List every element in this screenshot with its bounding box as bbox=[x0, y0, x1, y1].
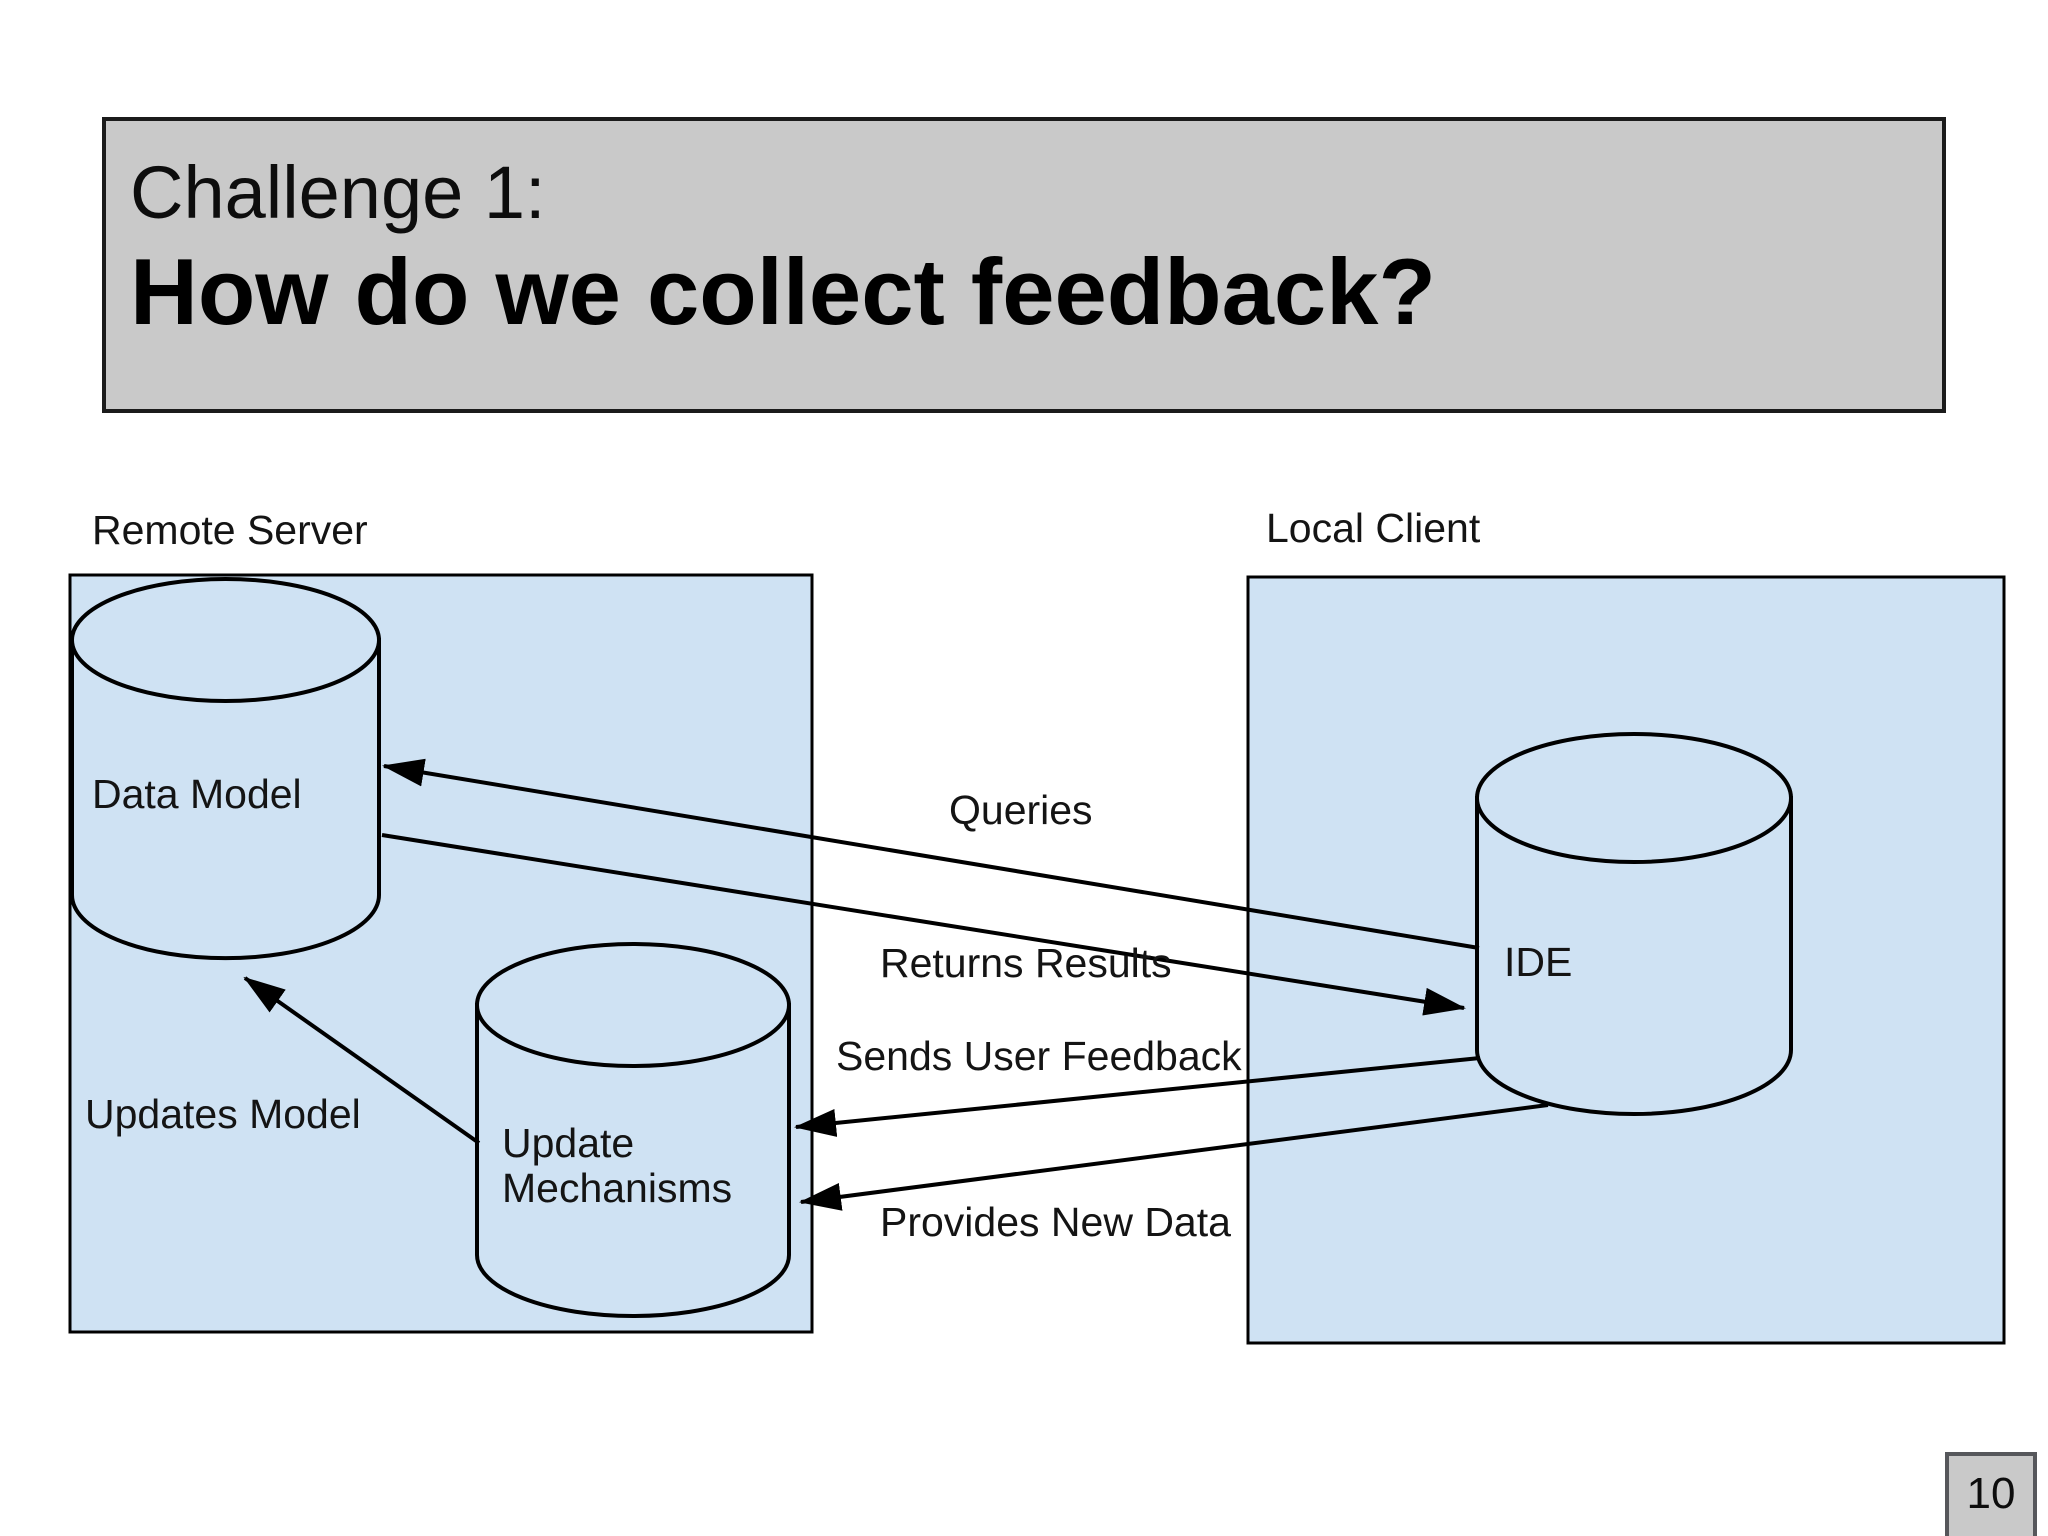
updates-model-label: Updates Model bbox=[85, 1091, 361, 1137]
slide-title-kicker: Challenge 1: bbox=[130, 151, 546, 234]
provides-new-data-label: Provides New Data bbox=[880, 1199, 1231, 1245]
queries-label: Queries bbox=[949, 787, 1093, 833]
provides-new-data-arrow bbox=[799, 1103, 1549, 1211]
sends-user-feedback-arrow bbox=[794, 1056, 1481, 1137]
data-model-label: Data Model bbox=[92, 771, 302, 817]
updates-model-arrow bbox=[243, 976, 481, 1145]
returns-results-label: Returns Results bbox=[880, 940, 1172, 986]
slide-title-main: How do we collect feedback? bbox=[130, 239, 1436, 345]
remote-server-label: Remote Server bbox=[92, 507, 368, 553]
page-number: 10 bbox=[1966, 1469, 2016, 1518]
local-client-label: Local Client bbox=[1266, 505, 1481, 551]
page-number-badge: 10 bbox=[1945, 1452, 2037, 1536]
queries-arrow bbox=[382, 758, 1480, 950]
update-mechanisms-label-line1: Update bbox=[502, 1120, 634, 1166]
update-mechanisms-label-line2: Mechanisms bbox=[502, 1165, 732, 1211]
ide-cylinder bbox=[1475, 732, 1793, 1116]
data-model-cylinder bbox=[70, 577, 381, 961]
ide-label: IDE bbox=[1504, 939, 1572, 985]
title-box: Challenge 1: How do we collect feedback? bbox=[102, 117, 1946, 413]
returns-results-arrow bbox=[381, 833, 1466, 1016]
update-mechanisms-cylinder bbox=[475, 942, 791, 1318]
sends-user-feedback-label: Sends User Feedback bbox=[836, 1033, 1242, 1079]
